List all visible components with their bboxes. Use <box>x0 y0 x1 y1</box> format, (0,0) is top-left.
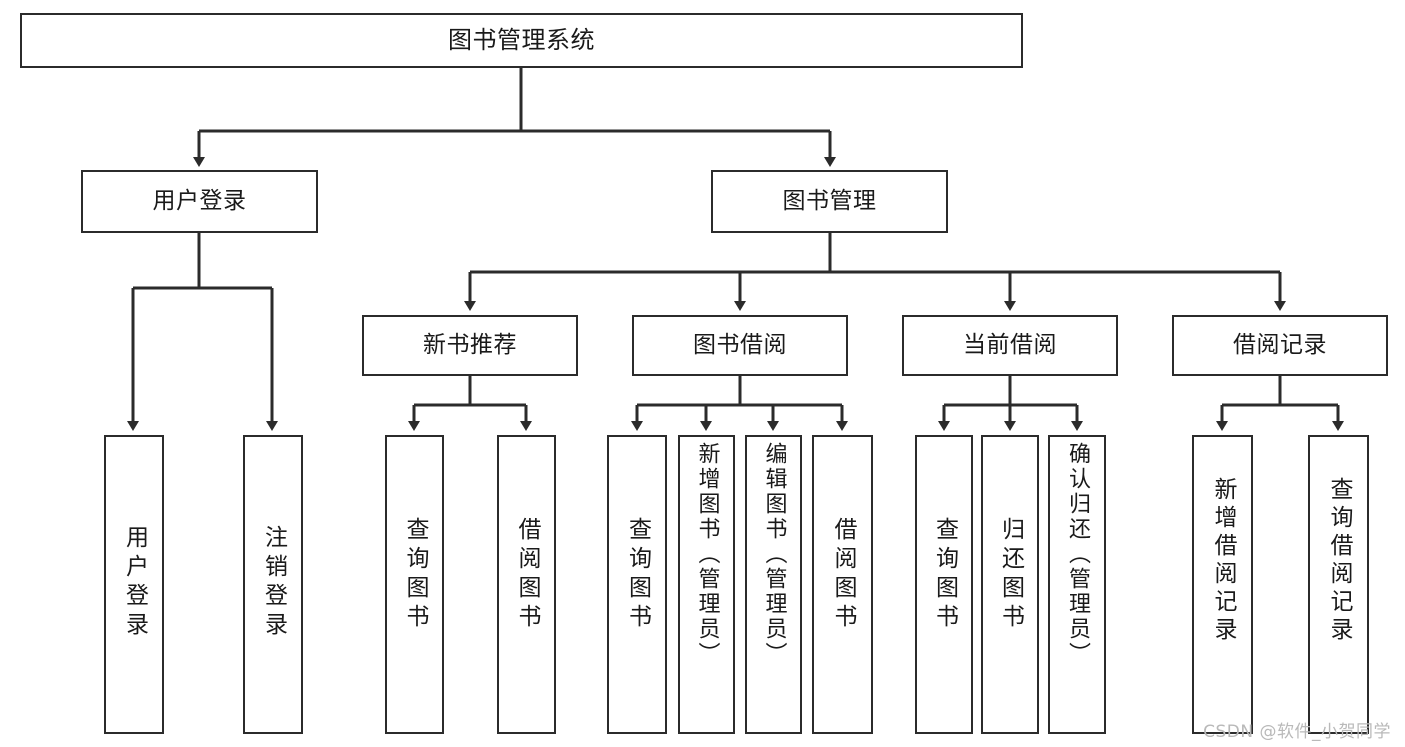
leaf-edit-book-admin[interactable]: 编辑图书（管理员） <box>745 435 802 734</box>
node-label: 图书借阅 <box>693 332 787 359</box>
node-label: 图书管理 <box>782 188 877 215</box>
node-label: 借阅图书 <box>830 517 856 633</box>
node-label: 用户登录 <box>152 188 247 215</box>
node-label: 用户登录 <box>121 525 148 641</box>
node-current-borrow[interactable]: 当前借阅 <box>902 315 1118 376</box>
node-label: 借阅记录 <box>1233 332 1327 359</box>
leaf-borrow-book-recommend[interactable]: 借阅图书 <box>497 435 556 734</box>
watermark-text: CSDN @软件_小贺同学 <box>1203 722 1391 742</box>
node-label: 查询借阅记录 <box>1326 477 1352 645</box>
node-root-system[interactable]: 图书管理系统 <box>20 13 1023 68</box>
node-label: 新书推荐 <box>423 332 517 359</box>
node-label: 新增图书（管理员） <box>694 442 720 667</box>
node-label: 注销登录 <box>260 525 287 641</box>
node-label: 查询图书 <box>931 517 958 633</box>
leaf-add-book-admin[interactable]: 新增图书（管理员） <box>678 435 735 734</box>
node-user-login[interactable]: 用户登录 <box>81 170 318 233</box>
leaf-user-login[interactable]: 用户登录 <box>104 435 164 734</box>
node-label: 编辑图书（管理员） <box>761 442 787 667</box>
leaf-add-borrow-record[interactable]: 新增借阅记录 <box>1192 435 1253 734</box>
node-label: 归还图书 <box>997 517 1024 633</box>
leaf-borrow-book[interactable]: 借阅图书 <box>812 435 873 734</box>
leaf-query-borrow-record[interactable]: 查询借阅记录 <box>1308 435 1369 734</box>
node-label: 查询图书 <box>402 517 428 633</box>
node-label: 当前借阅 <box>963 332 1057 359</box>
leaf-confirm-return-admin[interactable]: 确认归还（管理员） <box>1048 435 1106 734</box>
leaf-query-book-current[interactable]: 查询图书 <box>915 435 973 734</box>
node-label: 图书管理系统 <box>448 25 595 54</box>
node-label: 新增借阅记录 <box>1210 477 1236 645</box>
node-book-management[interactable]: 图书管理 <box>711 170 948 233</box>
node-borrow-records[interactable]: 借阅记录 <box>1172 315 1388 376</box>
node-label: 查询图书 <box>624 517 651 633</box>
leaf-logout[interactable]: 注销登录 <box>243 435 303 734</box>
node-book-borrow[interactable]: 图书借阅 <box>632 315 848 376</box>
leaf-return-book[interactable]: 归还图书 <box>981 435 1039 734</box>
node-label: 借阅图书 <box>514 517 540 633</box>
leaf-query-book-recommend[interactable]: 查询图书 <box>385 435 444 734</box>
leaf-query-book-borrow[interactable]: 查询图书 <box>607 435 667 734</box>
node-new-book-recommend[interactable]: 新书推荐 <box>362 315 578 376</box>
node-label: 确认归还（管理员） <box>1065 442 1090 667</box>
